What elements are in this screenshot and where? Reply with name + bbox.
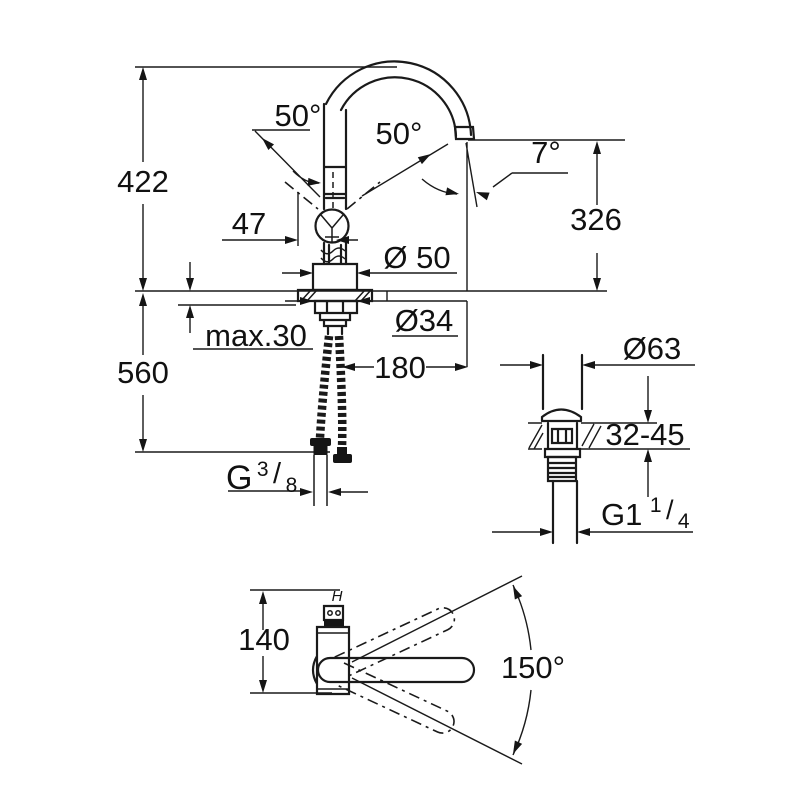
dim-label-swivel-angle: 150° [501, 650, 565, 685]
arrowhead [644, 410, 652, 423]
main-dimension-lines [135, 66, 625, 493]
body-top-detail [318, 632, 348, 690]
arrowhead [328, 488, 341, 496]
arrowhead [357, 269, 370, 277]
drain-locknut [546, 455, 578, 483]
dim-label-hose-drop: 560 [117, 355, 169, 390]
deck-flange [296, 288, 374, 303]
arrowhead [139, 293, 147, 306]
spout-arc [324, 60, 473, 138]
arrowhead [593, 278, 601, 291]
arrowhead [577, 528, 590, 536]
arrowhead [417, 154, 431, 165]
arrowhead [644, 449, 652, 462]
dim-label-flange-diameter: Ø63 [623, 331, 682, 366]
arrowhead [307, 177, 321, 186]
supply-hose-left [315, 335, 334, 439]
hose-end-fittings [310, 438, 352, 463]
dim-label-lever-angle-right: 50° [376, 116, 423, 151]
arrowhead [259, 591, 267, 604]
dim-label-spray-angle: 7° [531, 135, 561, 170]
drain-dimension-lines [492, 364, 695, 533]
dim-label-body-depth: 140 [238, 622, 290, 657]
arrowhead [593, 141, 601, 154]
drain-body [546, 421, 579, 451]
arrowhead [259, 680, 267, 693]
arrowhead [342, 363, 355, 371]
supply-hose-right [334, 335, 347, 449]
mounting-nut [313, 299, 359, 336]
dim-label-shank-diameter: Ø34 [395, 303, 454, 338]
dimension-arrowheads [139, 67, 652, 754]
base-cylinder [311, 262, 359, 292]
body-break-symbol [320, 247, 346, 263]
spout-top-view [316, 656, 476, 684]
dim-label-total-height: 422 [117, 164, 169, 199]
spout-outlet [453, 125, 476, 141]
arrowhead [582, 361, 595, 369]
dim-label-lever-angle-left: 50° [275, 98, 322, 133]
handle-base-band [324, 620, 344, 626]
arrowhead [455, 363, 468, 371]
handle-screw-left [327, 610, 333, 616]
arrowhead [186, 278, 194, 291]
arrowhead [285, 236, 298, 244]
drain-pipe-upper [541, 353, 584, 411]
arrowhead [540, 528, 553, 536]
arrowhead [357, 297, 370, 305]
arrowhead [513, 740, 523, 754]
arrowhead [476, 192, 490, 201]
arrowhead [300, 297, 313, 305]
arrowhead [336, 236, 349, 244]
arrowhead [262, 138, 275, 151]
dim-label-spout-reach: 180 [374, 350, 426, 385]
spout-swivel-lower [333, 662, 455, 734]
drain-tailpipe [551, 479, 579, 545]
dimension-labels: 422 50° 50° 7° 326 47 Ø 50 Ø34 max.30 56… [117, 98, 690, 685]
drain-view [492, 353, 695, 545]
arrowhead [513, 586, 523, 600]
spout-swivel-upper [334, 607, 456, 679]
top-dimension-lines [250, 575, 532, 765]
arrowhead [186, 305, 194, 318]
drain-flange [543, 447, 582, 459]
dim-label-deck-thickness-max: max.30 [205, 318, 307, 353]
arrowhead [139, 439, 147, 452]
handle-screw-right [335, 610, 341, 616]
dim-label-supply-thread: G 3 / 8 [226, 458, 297, 497]
arrowhead [139, 278, 147, 291]
drain-cap [540, 408, 583, 423]
lever-ball-detail [320, 214, 344, 243]
supply-pipe-g38 [313, 455, 328, 506]
body-top-view [311, 625, 351, 696]
dim-label-deck-thickness-range: 32-45 [605, 417, 684, 452]
dim-label-lever-offset: 47 [232, 206, 266, 241]
dim-label-outlet-height: 326 [570, 202, 622, 237]
arrowhead [530, 361, 543, 369]
arrowhead [445, 187, 459, 196]
arrowhead [139, 67, 147, 80]
lever-dashed-positions [284, 181, 381, 210]
top-view [250, 575, 532, 765]
main-view [135, 60, 625, 506]
arrowhead [300, 488, 313, 496]
dim-label-waste-thread: G1 1 / 4 [601, 494, 690, 533]
arrowhead [300, 269, 313, 277]
handle-position-mark: H [332, 588, 343, 605]
deck-flange-hatch [300, 289, 372, 302]
dim-label-body-diameter: Ø 50 [383, 240, 450, 275]
